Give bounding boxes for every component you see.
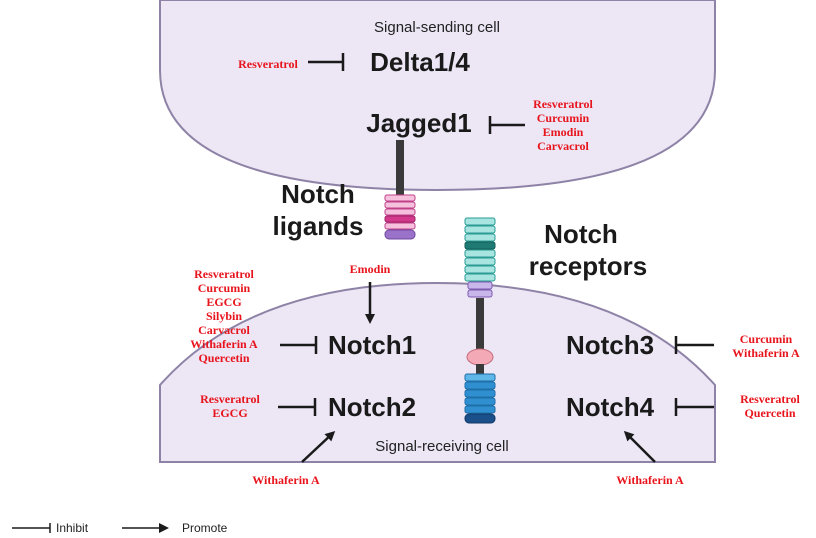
signal-receiving-cell — [159, 281, 716, 463]
notch4-inhibitor-compounds: Resveratrol Quercetin — [740, 392, 800, 420]
inhibit-jagged — [488, 116, 525, 134]
promote-notch4 — [623, 430, 656, 463]
compound-label: Resveratrol — [740, 392, 800, 406]
jagged-label: Jagged1 — [366, 108, 472, 138]
notch-receptors-label-line1: Notch — [544, 219, 618, 249]
compound-label: Carvacrol — [198, 323, 250, 337]
notch3-inhibitor-compounds: Curcumin Withaferin A — [732, 332, 800, 360]
inhibit-delta — [308, 53, 345, 71]
inhibit-notch2 — [278, 398, 317, 416]
compound-label: Withaferin A — [732, 346, 800, 360]
notch4-promoter-label: Withaferin A — [616, 473, 684, 487]
compound-label: Curcumin — [198, 281, 251, 295]
compound-label: Emodin — [543, 125, 584, 139]
legend: Inhibit Promote — [12, 521, 228, 535]
promote-notch2 — [301, 430, 336, 463]
notch1-label: Notch1 — [328, 330, 416, 360]
compound-label: Carvacrol — [537, 139, 589, 153]
inhibit-notch1 — [280, 336, 318, 354]
delta-inhibitor-compounds: Resveratrol — [238, 57, 298, 71]
compound-label: EGCG — [206, 295, 241, 309]
signal-receiving-cell-label: Signal-receiving cell — [375, 438, 508, 455]
compound-label: Curcumin — [740, 332, 793, 346]
notch1-inhibitor-compounds: Resveratrol Curcumin EGCG Silybin Carvac… — [190, 267, 258, 365]
notch-ligands-label-line2: ligands — [272, 211, 363, 241]
compound-label: Resveratrol — [533, 97, 593, 111]
notch-ligand-protein — [384, 140, 416, 240]
delta-label: Delta1/4 — [370, 47, 470, 77]
notch3-label: Notch3 — [566, 330, 654, 360]
compound-label: Quercetin — [744, 406, 795, 420]
compound-label: Silybin — [206, 309, 242, 323]
legend-inhibit-symbol — [12, 523, 51, 533]
notch-ligands-label-line1: Notch — [281, 179, 355, 209]
notch2-label: Notch2 — [328, 392, 416, 422]
inhibit-notch3 — [674, 336, 714, 354]
compound-label: Resveratrol — [238, 57, 298, 71]
inhibit-notch4 — [674, 398, 714, 416]
legend-promote-label: Promote — [182, 521, 228, 535]
notch4-label: Notch4 — [566, 392, 655, 422]
compound-label: Resveratrol — [194, 267, 254, 281]
notch-receptor-protein — [464, 217, 496, 424]
compound-label: EGCG — [212, 406, 247, 420]
compound-label: Resveratrol — [200, 392, 260, 406]
compound-label: Curcumin — [537, 111, 590, 125]
notch2-promoter-label: Withaferin A — [252, 473, 320, 487]
signal-sending-cell-label: Signal-sending cell — [374, 19, 500, 36]
notch-receptors-label-line2: receptors — [529, 251, 648, 281]
compound-label: Quercetin — [198, 351, 249, 365]
legend-inhibit-label: Inhibit — [56, 521, 89, 535]
compound-label: Withaferin A — [190, 337, 258, 351]
jagged-inhibitor-compounds: Resveratrol Curcumin Emodin Carvacrol — [533, 97, 593, 153]
emodin-promoter-label: Emodin — [350, 262, 391, 276]
notch2-inhibitor-compounds: Resveratrol EGCG — [200, 392, 260, 420]
signal-sending-cell — [159, 0, 716, 192]
